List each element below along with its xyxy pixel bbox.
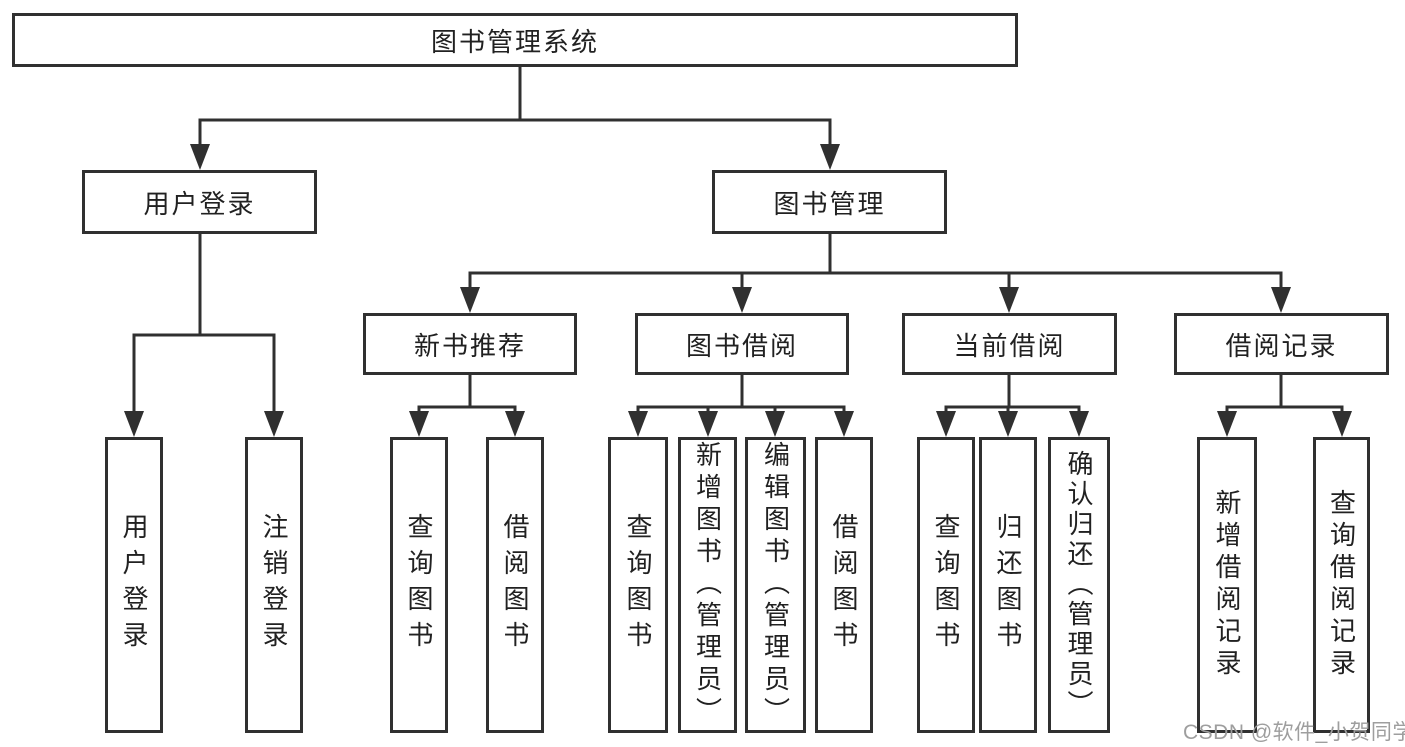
node-book-management: 图书管理 [712,170,947,234]
leaf-query-borrow-record: 查询借阅记录 [1313,437,1370,733]
node-library-system: 图书管理系统 [12,13,1018,67]
node-current-borrow: 当前借阅 [902,313,1117,375]
leaf-logout-login: 注销登录 [245,437,303,733]
leaf-borrow-books-recommend: 借阅图书 [486,437,544,733]
leaf-borrow-books-borrow: 借阅图书 [815,437,873,733]
leaf-add-books-admin: 新增图书（管理员） [678,437,737,733]
watermark: CSDN @软件_小贺同学 [1183,721,1405,744]
arrowheads [124,144,1352,437]
leaf-confirm-return-admin: 确认归还（管理员） [1048,437,1110,733]
leaf-query-books-borrow: 查询图书 [608,437,668,733]
leaf-return-books: 归还图书 [979,437,1037,733]
node-book-borrow: 图书借阅 [635,313,849,375]
leaf-query-books-current: 查询图书 [917,437,975,733]
leaf-add-borrow-record: 新增借阅记录 [1197,437,1257,733]
node-borrow-records: 借阅记录 [1174,313,1389,375]
leaf-query-books-recommend: 查询图书 [390,437,448,733]
leaf-user-login: 用户登录 [105,437,163,733]
leaf-edit-books-admin: 编辑图书（管理员） [745,437,806,733]
node-new-book-recommend: 新书推荐 [363,313,577,375]
node-user-login: 用户登录 [82,170,317,234]
